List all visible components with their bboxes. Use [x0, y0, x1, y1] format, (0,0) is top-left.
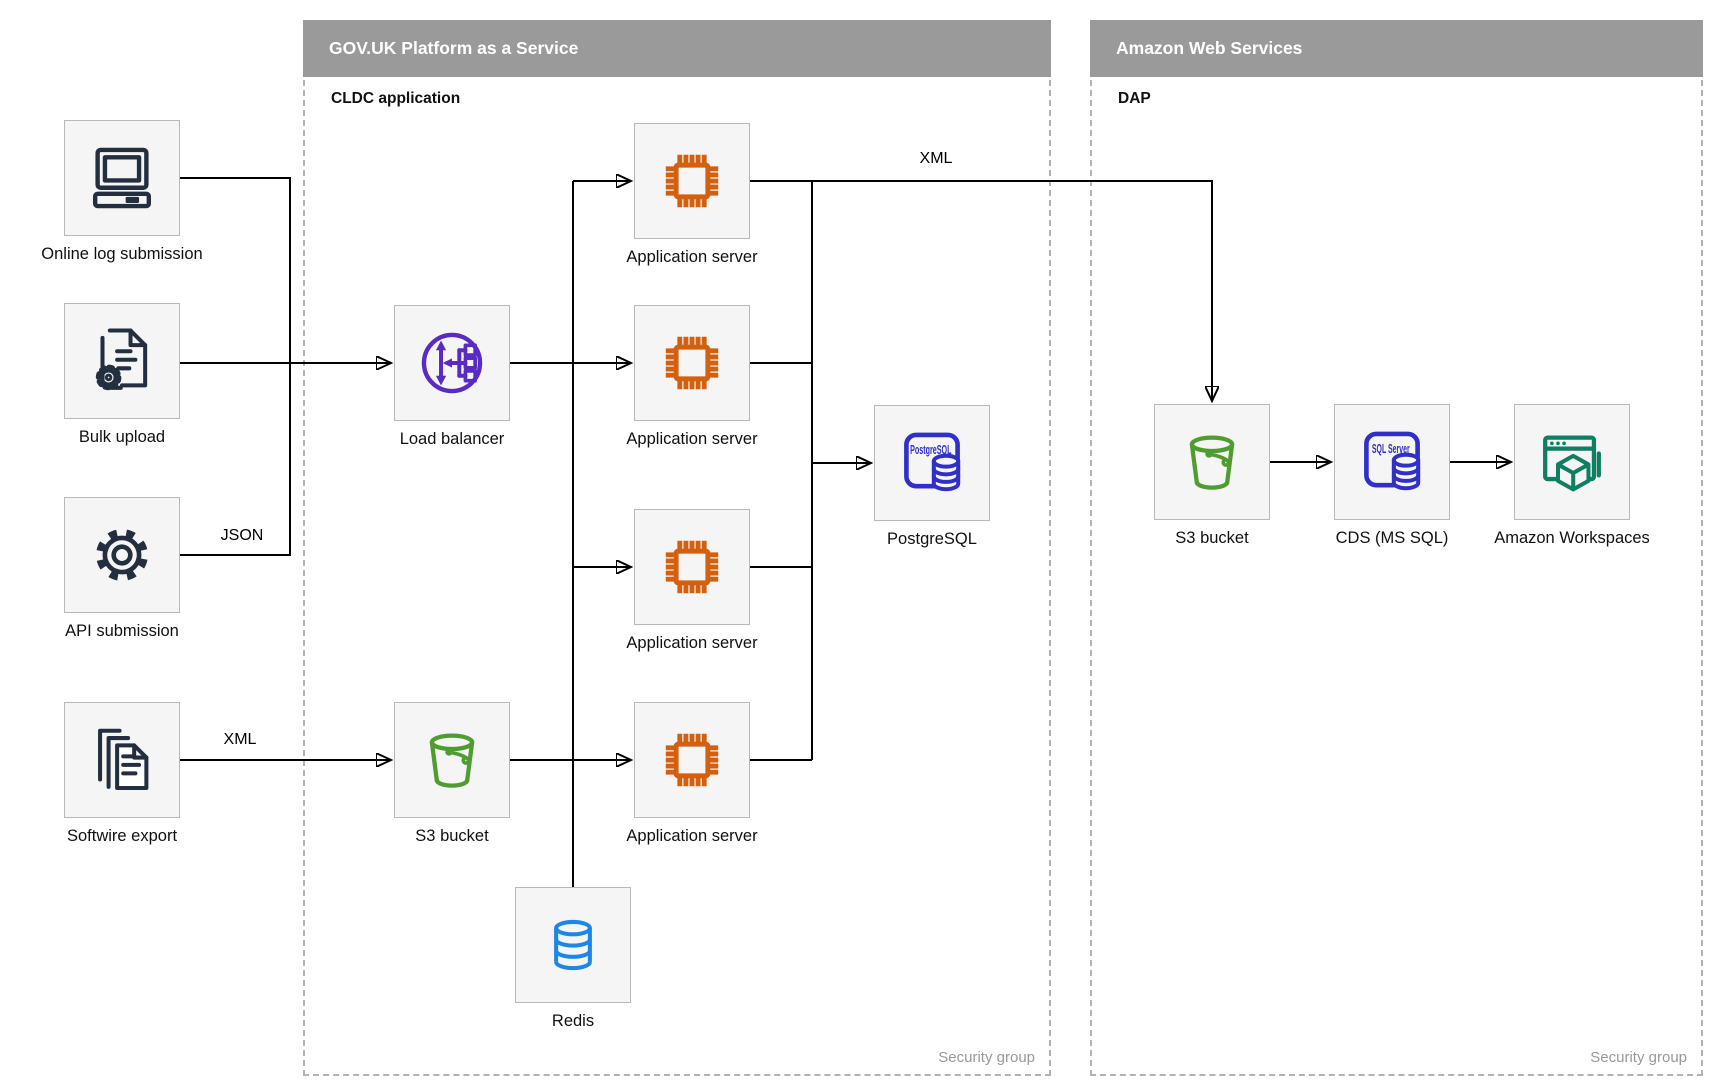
edge-sources-junction: [180, 177, 291, 556]
node-application-server-1: Application server: [626, 123, 758, 266]
node-bulk-upload: Bulk upload: [64, 303, 180, 446]
node-label: Application server: [626, 827, 758, 845]
aws-container: Amazon Web Services DAP Security group: [1090, 20, 1703, 1076]
node-label: API submission: [65, 622, 179, 640]
node-label: Redis: [551, 1012, 595, 1030]
node-load-balancer: Load balancer: [394, 305, 510, 448]
node-label: Load balancer: [399, 430, 505, 448]
node-s3-bucket-aws: S3 bucket: [1154, 404, 1270, 547]
sql-server-icon-text: SQL Server: [1372, 442, 1410, 456]
postgresql-icon-text: PostgreSQL: [910, 443, 952, 457]
node-application-server-3: Application server: [626, 509, 758, 652]
aws-security-group-label: Security group: [1590, 1049, 1687, 1066]
sql-server-icon: SQL Server: [1353, 423, 1431, 501]
node-application-server-4: Application server: [626, 702, 758, 845]
paas-sublabel: CLDC application: [331, 90, 461, 107]
node-online-log-submission: Online log submission: [41, 120, 203, 263]
node-label: S3 bucket: [1175, 529, 1249, 547]
aws-header-bar: Amazon Web Services: [1090, 20, 1703, 77]
node-label: CDS (MS SQL): [1335, 529, 1449, 547]
chip-icon: [653, 324, 731, 402]
node-label: Bulk upload: [78, 428, 166, 446]
node-application-server-2: Application server: [626, 305, 758, 448]
paas-header-bar: GOV.UK Platform as a Service: [303, 20, 1051, 77]
amazon-workspaces-icon: [1533, 423, 1611, 501]
s3-bucket-icon: [413, 721, 491, 799]
computer-icon: [83, 139, 161, 217]
chip-icon: [653, 528, 731, 606]
node-label: Online log submission: [41, 245, 203, 263]
node-s3-bucket-paas: S3 bucket: [394, 702, 510, 845]
paas-title: GOV.UK Platform as a Service: [329, 38, 579, 58]
aws-sublabel: DAP: [1118, 90, 1151, 107]
node-label: S3 bucket: [415, 827, 489, 845]
redis-database-icon: [537, 909, 609, 981]
node-label: Application server: [626, 430, 758, 448]
s3-bucket-icon: [1173, 423, 1251, 501]
chip-icon: [653, 142, 731, 220]
documents-icon: [83, 721, 161, 799]
node-label: Application server: [626, 634, 758, 652]
node-amazon-workspaces: Amazon Workspaces: [1494, 404, 1650, 547]
postgresql-icon: PostgreSQL: [893, 424, 971, 502]
aws-title: Amazon Web Services: [1116, 38, 1303, 58]
paas-security-group-label: Security group: [938, 1049, 1035, 1066]
node-label: Softwire export: [66, 827, 178, 845]
node-label: PostgreSQL: [887, 530, 977, 548]
edge-label-xml-app-to-aws: XML: [919, 150, 953, 167]
gear-icon: [83, 516, 161, 594]
edge-label-xml-softwire: XML: [223, 731, 257, 748]
node-label: Amazon Workspaces: [1494, 529, 1650, 547]
node-cds-ms-sql: SQL Server CDS (MS SQL): [1334, 404, 1450, 547]
node-postgresql: PostgreSQL PostgreSQL: [874, 405, 990, 548]
edge-label-json: JSON: [220, 527, 264, 544]
load-balancer-icon: [413, 324, 491, 402]
document-gear-icon: [83, 322, 161, 400]
edge-app1-to-aws-s3: [750, 180, 1212, 401]
paas-container: GOV.UK Platform as a Service CLDC applic…: [303, 20, 1051, 1076]
node-softwire-export: Softwire export: [64, 702, 180, 845]
node-api-submission: API submission: [64, 497, 180, 640]
node-label: Application server: [626, 248, 758, 266]
node-redis: Redis: [515, 887, 631, 1030]
chip-icon: [653, 721, 731, 799]
